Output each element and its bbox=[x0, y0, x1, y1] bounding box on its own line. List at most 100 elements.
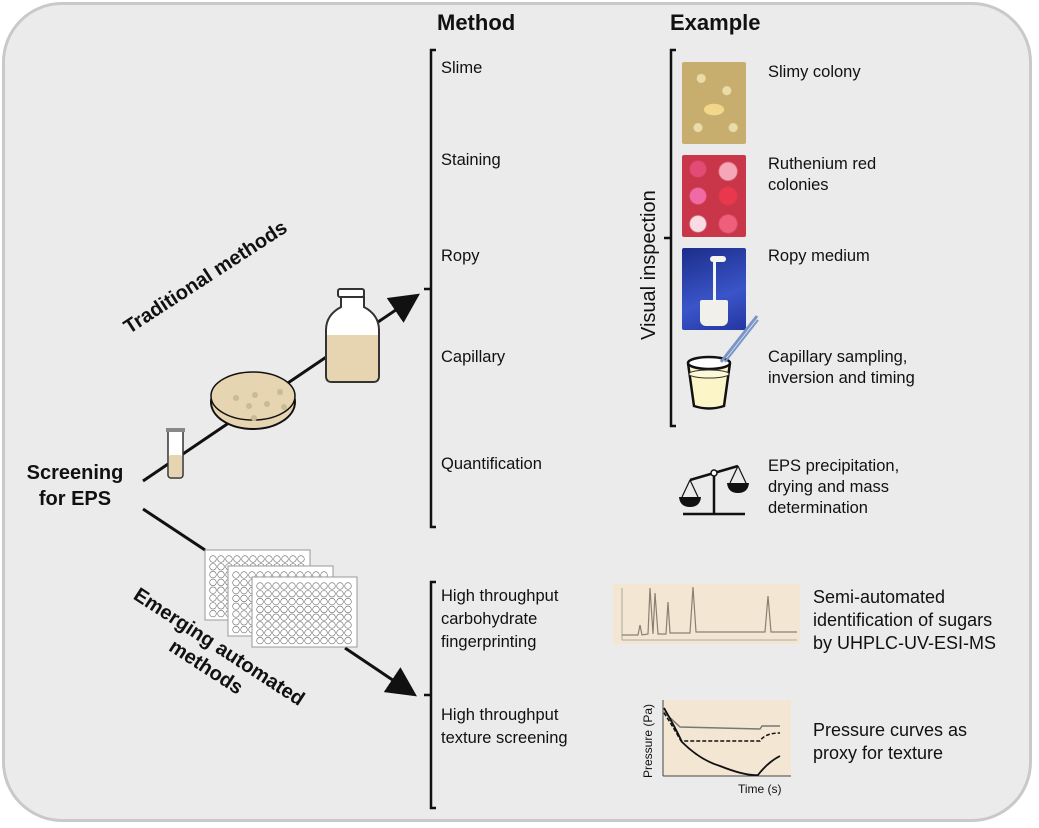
well bbox=[217, 555, 225, 563]
capillary-beaker-icon bbox=[686, 315, 759, 410]
well bbox=[217, 578, 225, 587]
well bbox=[280, 629, 288, 637]
well bbox=[272, 629, 280, 637]
well bbox=[312, 597, 320, 606]
well bbox=[297, 555, 305, 563]
method-capillary: Capillary bbox=[441, 348, 506, 366]
well bbox=[233, 555, 241, 563]
well bbox=[312, 582, 320, 590]
well bbox=[328, 613, 336, 621]
method-ropy: Ropy bbox=[441, 247, 480, 265]
method-fingerprint-line2: carbohydrate bbox=[441, 610, 538, 628]
well bbox=[304, 590, 312, 598]
well bbox=[336, 597, 344, 606]
well bbox=[336, 636, 344, 645]
example-ruthenium-line2: colonies bbox=[768, 176, 829, 194]
well bbox=[296, 613, 304, 621]
example-uhplc-line1: Semi-automated bbox=[813, 587, 946, 607]
example-capillary-line2: inversion and timing bbox=[768, 369, 915, 387]
ropy-medium-photo bbox=[682, 248, 746, 330]
well bbox=[304, 613, 312, 621]
balance-scale-icon bbox=[679, 464, 749, 516]
well bbox=[336, 582, 344, 590]
well bbox=[209, 570, 217, 579]
well bbox=[336, 621, 344, 629]
well bbox=[217, 609, 225, 618]
method-slime: Slime bbox=[441, 59, 483, 77]
well bbox=[344, 636, 352, 645]
well bbox=[304, 621, 312, 629]
emerging-arrow bbox=[344, 646, 417, 697]
well bbox=[320, 629, 328, 637]
pressure-curve-lower bbox=[663, 707, 781, 776]
well bbox=[280, 613, 288, 621]
well bbox=[209, 594, 217, 602]
traditional-method-bracket bbox=[424, 48, 436, 529]
well bbox=[272, 605, 280, 614]
well bbox=[320, 597, 328, 606]
well bbox=[272, 613, 280, 621]
example-eps-line3: determination bbox=[768, 499, 868, 517]
well bbox=[304, 629, 312, 637]
well bbox=[280, 636, 288, 645]
well bbox=[209, 563, 217, 571]
well bbox=[336, 605, 344, 614]
method-texture-line1: High throughput bbox=[441, 706, 559, 724]
well bbox=[304, 582, 312, 590]
well bbox=[264, 582, 272, 590]
well bbox=[240, 618, 248, 626]
well bbox=[264, 613, 272, 621]
well bbox=[232, 610, 240, 618]
well bbox=[240, 571, 248, 579]
visual-inspection-bracket bbox=[664, 48, 676, 428]
well bbox=[272, 582, 280, 590]
ropy-strand bbox=[713, 260, 716, 302]
well bbox=[344, 590, 352, 598]
well bbox=[288, 597, 296, 606]
well bbox=[336, 590, 344, 598]
well bbox=[288, 613, 296, 621]
method-fingerprint-line3: fingerprinting bbox=[441, 633, 537, 651]
well bbox=[320, 582, 328, 590]
well bbox=[280, 605, 288, 614]
pressure-curve-icon bbox=[662, 700, 791, 777]
example-ruthenium-red: Ruthenium red colonies bbox=[768, 154, 876, 196]
well bbox=[320, 621, 328, 629]
well bbox=[264, 597, 272, 606]
example-eps-line2: drying and mass bbox=[768, 478, 890, 496]
emerging-method-bracket bbox=[424, 580, 436, 810]
well bbox=[336, 629, 344, 637]
well bbox=[232, 586, 240, 595]
well bbox=[272, 590, 280, 598]
well bbox=[265, 555, 273, 563]
well bbox=[344, 597, 352, 606]
example-ruthenium-line1: Ruthenium red bbox=[768, 155, 877, 173]
root-label-line1: Screening bbox=[26, 462, 124, 484]
well bbox=[328, 621, 336, 629]
example-pressure-line1: Pressure curves as bbox=[813, 720, 968, 740]
example-uhplc-line3: by UHPLC-UV-ESI-MS bbox=[813, 633, 997, 653]
well bbox=[312, 636, 320, 645]
example-pressure-line2: proxy for texture bbox=[813, 743, 944, 763]
well bbox=[328, 590, 336, 598]
well bbox=[209, 586, 217, 594]
example-slimy-colony: Slimy colony bbox=[768, 63, 861, 81]
well bbox=[296, 629, 304, 637]
pressure-ylabel: Pressure (Pa) bbox=[641, 703, 655, 778]
method-staining: Staining bbox=[441, 151, 501, 169]
emerging-line-start bbox=[142, 507, 206, 552]
well bbox=[304, 597, 312, 606]
well bbox=[256, 597, 264, 606]
example-capillary-line1: Capillary sampling, bbox=[768, 348, 908, 366]
method-quantification: Quantification bbox=[441, 455, 542, 473]
well bbox=[264, 621, 272, 629]
well bbox=[312, 605, 320, 614]
chromatogram-icon bbox=[613, 584, 800, 644]
well bbox=[296, 582, 304, 590]
well bbox=[288, 621, 296, 629]
well bbox=[328, 636, 336, 645]
well bbox=[344, 621, 352, 629]
well bbox=[296, 621, 304, 629]
well bbox=[296, 636, 304, 645]
